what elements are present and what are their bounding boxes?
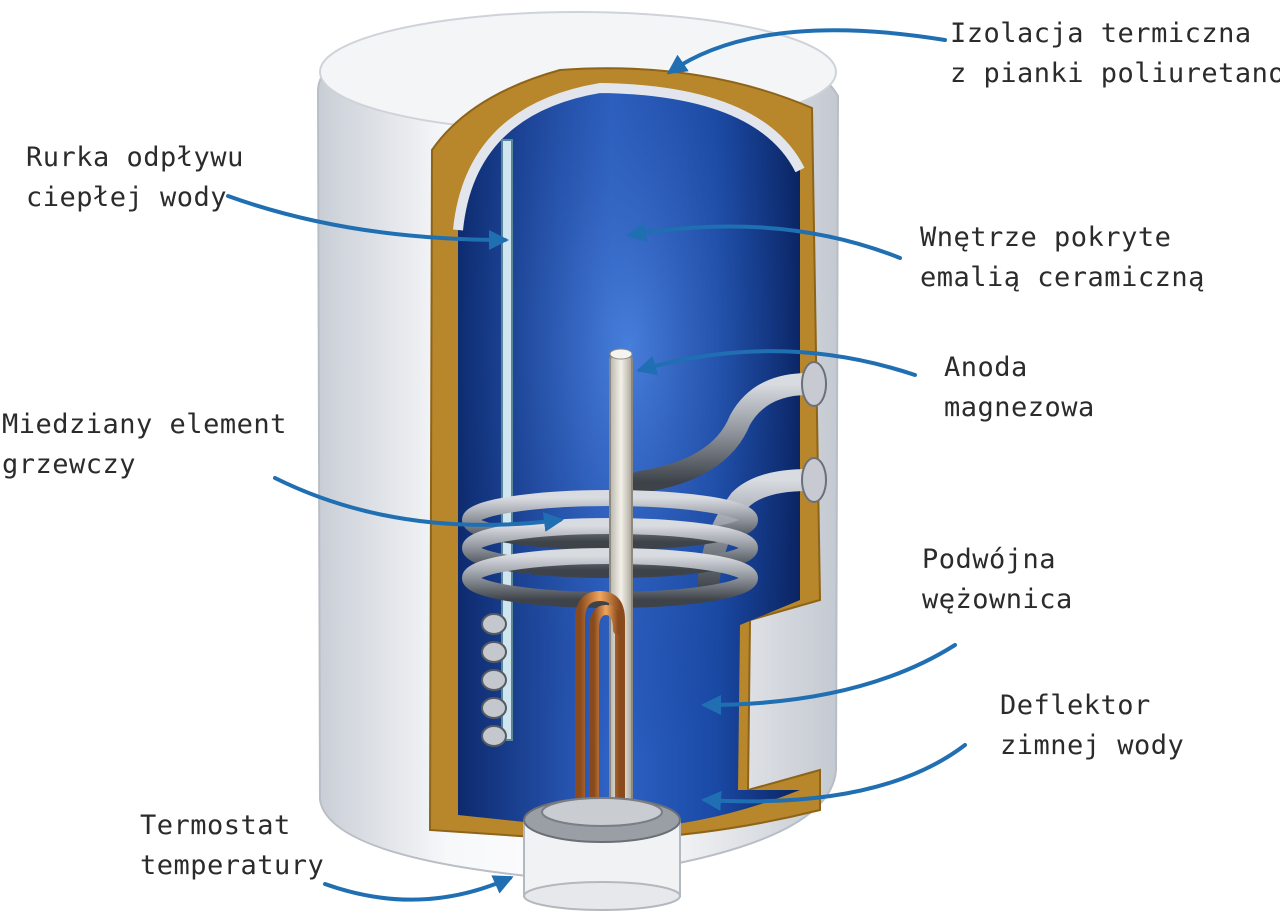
label-deflector-line1: Deflektor: [1000, 690, 1151, 721]
arrow-insulation: [666, 28, 947, 75]
label-heating-element: Miedziany element grzewczy: [2, 405, 287, 485]
coil-stack-left: [481, 613, 507, 747]
arrow-thermostat: [323, 875, 514, 902]
label-anode: Anoda magnezowa: [944, 348, 1095, 428]
label-thermostat-line1: Termostat: [140, 810, 291, 841]
arrow-deflector: [701, 743, 967, 811]
arrow-heating-element: [273, 476, 564, 532]
label-outlet-pipe: Rurka odpływu ciepłej wody: [26, 138, 244, 218]
arrow-outlet-pipe: [226, 194, 509, 250]
label-coil-line1: Podwójna: [922, 544, 1057, 575]
label-heating-element-line1: Miedziany element: [2, 409, 287, 440]
label-heating-element-line2: grzewczy: [2, 449, 137, 480]
label-coil-line2: wężownica: [922, 584, 1073, 615]
arrow-coil: [701, 643, 957, 715]
arrow-enamel: [626, 222, 902, 260]
copper-heating-element: [557, 409, 625, 805]
label-outlet-pipe-line2: ciepłej wody: [26, 182, 228, 213]
coil-nozzles: [801, 361, 827, 503]
label-enamel-line2: emalią ceramiczną: [920, 262, 1205, 293]
label-insulation-line2: z pianki poliuretanowej: [950, 58, 1280, 89]
label-outlet-pipe-line1: Rurka odpływu: [26, 142, 244, 173]
label-deflector: Deflektor zimnej wody: [1000, 686, 1184, 766]
callout-arrows: [226, 28, 967, 902]
label-anode-line2: magnezowa: [944, 392, 1095, 423]
label-enamel-line1: Wnętrze pokryte: [920, 222, 1172, 253]
label-thermostat-line2: temperatury: [140, 850, 325, 881]
thermostat: [523, 797, 681, 911]
label-thermostat: Termostat temperatury: [140, 806, 324, 886]
arrow-anode: [636, 349, 917, 377]
label-insulation-line1: Izolacja termiczna: [950, 18, 1252, 49]
label-anode-line1: Anoda: [944, 352, 1028, 383]
label-enamel: Wnętrze pokryte emalią ceramiczną: [920, 218, 1205, 298]
hot-water-outlet-pipe: [501, 139, 513, 741]
label-coil: Podwójna wężownica: [922, 540, 1073, 620]
label-insulation: Izolacja termiczna z pianki poliuretanow…: [950, 14, 1280, 94]
label-deflector-line2: zimnej wody: [1000, 730, 1185, 761]
